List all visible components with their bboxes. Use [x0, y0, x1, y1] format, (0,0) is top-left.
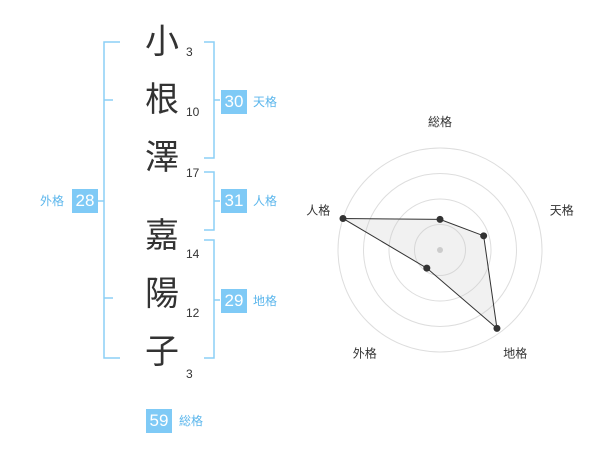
- stroke-count-2: 10: [186, 105, 200, 119]
- stroke-count-1: 3: [186, 45, 193, 59]
- name-char-3: 澤: [145, 138, 179, 178]
- radar-axis-label-1: 総格: [428, 114, 452, 129]
- stroke-count-6: 3: [186, 367, 193, 381]
- radar-point-1: [436, 215, 444, 223]
- radar-center: [437, 247, 443, 253]
- radar-point-4: [423, 264, 431, 272]
- tenkaku-value-badge: 30: [221, 90, 247, 114]
- gaikaku-value-badge: 28: [72, 189, 98, 213]
- tenkaku-label: 天格: [253, 95, 278, 109]
- stroke-count-5: 12: [186, 306, 200, 320]
- jinkaku-label: 人格: [253, 194, 278, 208]
- chikaku-bracket: [204, 239, 215, 359]
- radar-grid-ring: [388, 198, 492, 302]
- radar-axis-label-4: 外格: [353, 346, 377, 361]
- stroke-count-4: 14: [186, 247, 200, 261]
- gaikaku-label: 外格: [40, 194, 65, 208]
- radar-point-5: [339, 214, 347, 222]
- soukaku-value-badge: 59: [146, 409, 172, 433]
- outer-bracket: [103, 41, 120, 359]
- radar-data-polygon: [341, 217, 498, 330]
- name-char-2: 根: [145, 80, 179, 120]
- chikaku-value-badge: 29: [221, 289, 247, 313]
- radar-grid-ring: [414, 224, 466, 276]
- radar-point-2: [480, 232, 488, 240]
- radar-grid-ring: [337, 147, 543, 353]
- stroke-count-3: 17: [186, 166, 200, 180]
- radar-point-3: [493, 324, 501, 332]
- radar-grid-ring: [363, 173, 517, 327]
- radar-axis-label-2: 天格: [550, 202, 574, 217]
- radar-axis-label-5: 人格: [306, 202, 330, 217]
- jinkaku-value-badge: 31: [221, 189, 247, 213]
- radar-axis-label-3: 地格: [503, 346, 527, 361]
- chikaku-label: 地格: [253, 294, 278, 308]
- name-char-4: 嘉: [145, 216, 179, 256]
- name-char-6: 子: [145, 332, 179, 372]
- name-char-5: 陽: [145, 274, 179, 314]
- soukaku-label: 総格: [179, 414, 204, 428]
- name-char-1: 小: [145, 22, 179, 62]
